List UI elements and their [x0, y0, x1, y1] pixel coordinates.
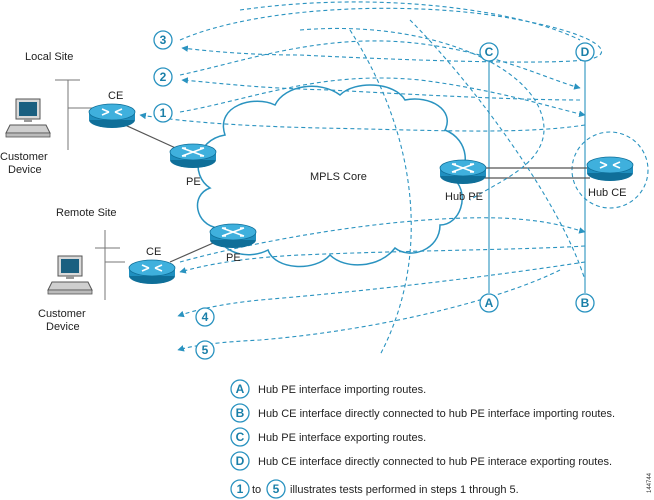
customer-device-local-icon	[5, 98, 51, 138]
link-ce-pe-remote	[169, 239, 221, 263]
marker-b: B	[575, 293, 595, 313]
svg-text:5: 5	[202, 343, 209, 357]
hub-ce-boundary	[571, 131, 649, 209]
step-marker-1: 1	[153, 103, 173, 123]
svg-text:B: B	[581, 296, 590, 310]
svg-text:A: A	[236, 382, 245, 396]
legend-item-b: B Hub CE interface directly connected to…	[230, 403, 615, 423]
step-marker-2: 2	[153, 67, 173, 87]
pe-remote-router	[209, 223, 257, 249]
mpls-core-label: MPLS Core	[310, 171, 367, 183]
svg-text:Hub CE interface directly conn: Hub CE interface directly connected to h…	[258, 456, 612, 468]
legend: A Hub PE interface importing routes. B H…	[230, 379, 615, 499]
svg-text:3: 3	[160, 33, 167, 47]
ce-local-label: CE	[108, 90, 123, 102]
svg-text:1: 1	[160, 106, 167, 120]
step-marker-5: 5	[195, 340, 215, 360]
ce-remote-router	[128, 259, 176, 285]
local-site-label: Local Site	[25, 51, 73, 63]
step-marker-4: 4	[195, 307, 215, 327]
hub-pe-router	[439, 159, 487, 185]
pe-local-label: PE	[186, 176, 201, 188]
svg-text:to: to	[252, 484, 261, 496]
svg-text:2: 2	[160, 70, 167, 84]
hub-ce-router	[586, 156, 634, 182]
marker-c: C	[479, 42, 499, 62]
figure-id: 144744	[647, 472, 653, 493]
legend-item-d: D Hub CE interface directly connected to…	[230, 451, 612, 471]
svg-text:5: 5	[273, 482, 280, 496]
svg-text:A: A	[485, 296, 494, 310]
svg-text:D: D	[236, 454, 245, 468]
local-site-bracket	[55, 79, 95, 150]
svg-text:C: C	[236, 430, 245, 444]
ce-remote-label: CE	[146, 246, 161, 258]
svg-text:D: D	[581, 45, 590, 59]
link-ce-pe-local	[124, 124, 181, 151]
legend-item-steps: 1 to 5 illustrates tests performed in st…	[230, 479, 519, 499]
hub-pe-label: Hub PE	[445, 191, 483, 203]
svg-text:B: B	[236, 406, 245, 420]
marker-a: A	[479, 293, 499, 313]
hub-ce-label: Hub CE	[588, 187, 627, 199]
svg-text:Hub PE interface importing rou: Hub PE interface importing routes.	[258, 384, 426, 396]
legend-item-a: A Hub PE interface importing routes.	[230, 379, 426, 399]
marker-d: D	[575, 42, 595, 62]
svg-text:Hub PE interface exporting rou: Hub PE interface exporting routes.	[258, 432, 426, 444]
remote-site-bracket	[95, 230, 125, 300]
pe-remote-label: PE	[226, 252, 241, 264]
svg-text:1: 1	[237, 482, 244, 496]
ce-local-router	[88, 103, 136, 129]
remote-site-label: Remote Site	[56, 207, 117, 219]
svg-text:4: 4	[202, 310, 209, 324]
svg-text:C: C	[485, 45, 494, 59]
legend-item-c: C Hub PE interface exporting routes.	[230, 427, 426, 447]
svg-text:Hub CE interface directly conn: Hub CE interface directly connected to h…	[258, 408, 615, 420]
svg-text:illustrates tests performed in: illustrates tests performed in steps 1 t…	[290, 484, 519, 496]
pe-local-router	[169, 143, 217, 169]
step-marker-3: 3	[153, 30, 173, 50]
customer-device-remote-icon	[47, 255, 93, 295]
